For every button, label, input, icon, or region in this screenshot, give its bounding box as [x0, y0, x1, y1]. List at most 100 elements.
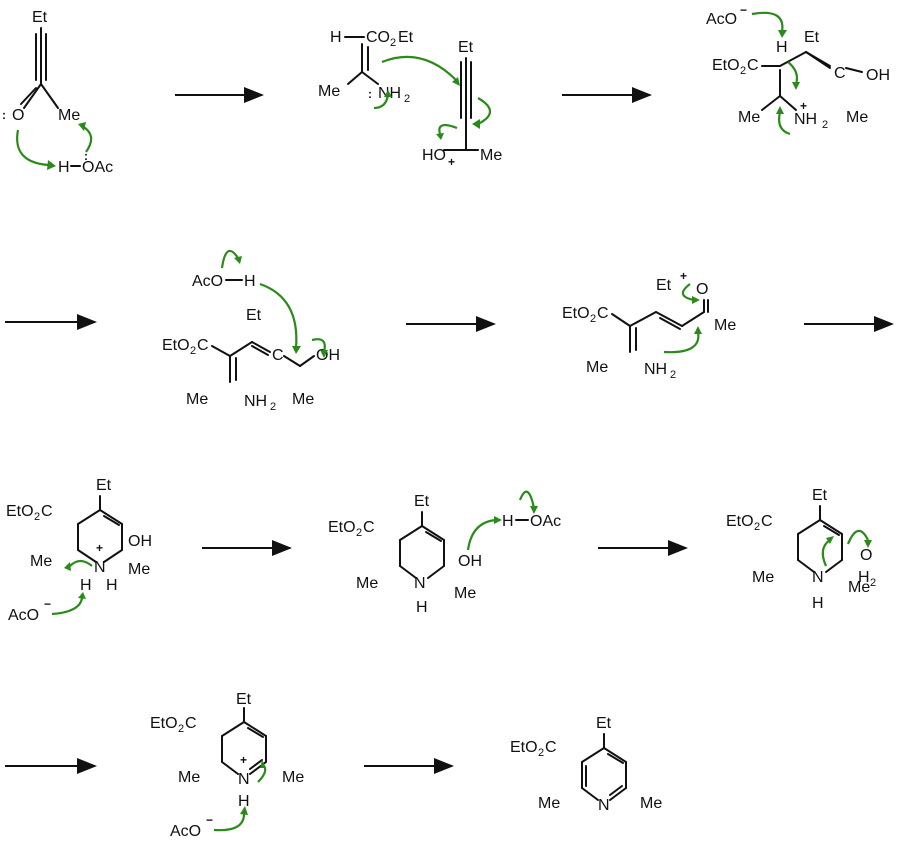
svg-text:N: N [812, 569, 824, 586]
svg-text:+: + [800, 99, 807, 113]
svg-text:2: 2 [178, 723, 184, 735]
step9-pyridinium: Et EtO 2 C N + Me Me H AcO − [150, 691, 304, 840]
svg-text:Me: Me [848, 579, 870, 596]
svg-text:2: 2 [754, 521, 760, 533]
svg-text:Et: Et [414, 493, 430, 510]
svg-text:Et: Et [458, 39, 474, 56]
svg-text:C: C [272, 347, 284, 364]
svg-text:2: 2 [390, 37, 396, 49]
svg-text:H: H [238, 793, 250, 810]
svg-text:2: 2 [190, 345, 196, 357]
svg-text:2: 2 [590, 313, 596, 325]
product-pyridine: Et EtO 2 C N Me Me [510, 715, 662, 814]
svg-text:C: C [185, 715, 197, 732]
step8-oxonium: Et EtO 2 C N O H 2 Me Me H [726, 487, 876, 612]
svg-text:O: O [696, 281, 708, 298]
oac-label: OAc [82, 159, 113, 176]
svg-text:+: + [96, 541, 103, 555]
svg-text:2: 2 [670, 369, 676, 381]
svg-text:Et: Et [246, 307, 262, 324]
svg-text:Me: Me [752, 569, 774, 586]
svg-text:N: N [238, 771, 250, 788]
svg-text:C: C [363, 519, 375, 536]
step5-enaminone: Et + O EtO 2 C Me Me NH 2 [562, 269, 736, 381]
step7-hemiaminal: Et EtO 2 C N OH Me Me H H OAc [328, 493, 561, 616]
svg-text:NH: NH [644, 361, 667, 378]
svg-text:Me: Me [186, 391, 208, 408]
svg-text:H: H [244, 273, 256, 290]
svg-text:Et: Et [804, 29, 820, 46]
svg-text:OH: OH [128, 533, 152, 550]
svg-text:CO: CO [366, 29, 390, 46]
svg-text:EtO: EtO [6, 503, 34, 520]
svg-text::: : [2, 108, 6, 122]
step1-alkynone: Et O Me : H OAc : [2, 9, 113, 176]
svg-text:Et: Et [398, 29, 414, 46]
svg-text:EtO: EtO [712, 57, 740, 74]
svg-text:N: N [598, 797, 610, 814]
svg-text:Et: Et [812, 487, 828, 504]
svg-text:2: 2 [34, 511, 40, 523]
step3-iminium-allene: AcO − EtO 2 C H Et C OH Me Me NH 2 + [706, 3, 890, 131]
svg-text:AcO: AcO [706, 11, 737, 28]
svg-text:+: + [680, 269, 687, 283]
svg-text:Me: Me [128, 561, 150, 578]
svg-text:Me: Me [282, 769, 304, 786]
svg-text:C: C [597, 305, 609, 322]
svg-text:H: H [330, 29, 342, 46]
svg-text:HO: HO [422, 147, 446, 164]
svg-text:Et: Et [236, 691, 252, 708]
svg-text:H: H [776, 39, 788, 56]
svg-text:OH: OH [458, 553, 482, 570]
curved-electron-arrow-icon [373, 55, 492, 140]
svg-text:EtO: EtO [726, 513, 754, 530]
svg-text:Me: Me [640, 795, 662, 812]
svg-text:EtO: EtO [562, 305, 590, 322]
svg-text:AcO: AcO [8, 607, 39, 624]
svg-text::: : [84, 149, 88, 163]
curved-electron-arrow-icon [16, 122, 93, 170]
svg-text:Et: Et [96, 477, 112, 494]
curved-electron-arrow-icon [751, 11, 800, 136]
svg-text:C: C [747, 57, 759, 74]
svg-text:H: H [858, 569, 870, 586]
svg-text:H: H [106, 577, 118, 594]
svg-text:AcO: AcO [192, 273, 223, 290]
step4-enol-allene: AcO H Et EtO 2 C C OH Me Me NH 2 [162, 273, 340, 413]
svg-text:+: + [240, 753, 247, 767]
svg-text::: : [368, 87, 372, 101]
svg-text:O: O [860, 547, 872, 564]
svg-text:2: 2 [404, 93, 410, 105]
svg-text:OH: OH [316, 347, 340, 364]
et-label: Et [32, 9, 48, 26]
svg-text:N: N [414, 575, 426, 592]
svg-text:EtO: EtO [510, 739, 538, 756]
svg-text:−: − [740, 3, 747, 17]
svg-text:2: 2 [822, 119, 828, 131]
svg-text:C: C [197, 337, 209, 354]
svg-text:Me: Me [538, 795, 560, 812]
svg-text:NH: NH [794, 111, 817, 128]
svg-text:Et: Et [596, 715, 612, 732]
svg-text:Me: Me [480, 147, 502, 164]
svg-text:N: N [94, 559, 106, 576]
svg-text:−: − [44, 597, 51, 611]
svg-text:H: H [416, 599, 428, 616]
svg-text:C: C [545, 739, 557, 756]
svg-text:Me: Me [318, 83, 340, 100]
svg-text:Me: Me [178, 769, 200, 786]
svg-text:H: H [812, 595, 824, 612]
svg-text:Me: Me [454, 585, 476, 602]
svg-text:OAc: OAc [530, 513, 561, 530]
svg-text:H: H [502, 513, 514, 530]
svg-text:Me: Me [292, 391, 314, 408]
curved-electron-arrow-icon [220, 249, 328, 358]
curved-electron-arrow-icon [466, 490, 538, 551]
svg-text:OH: OH [866, 67, 890, 84]
carbonyl-o: O [12, 107, 24, 124]
svg-text:Me: Me [738, 109, 760, 126]
svg-text:2: 2 [870, 577, 876, 589]
svg-text:NH: NH [244, 393, 267, 410]
svg-text:2: 2 [740, 65, 746, 77]
